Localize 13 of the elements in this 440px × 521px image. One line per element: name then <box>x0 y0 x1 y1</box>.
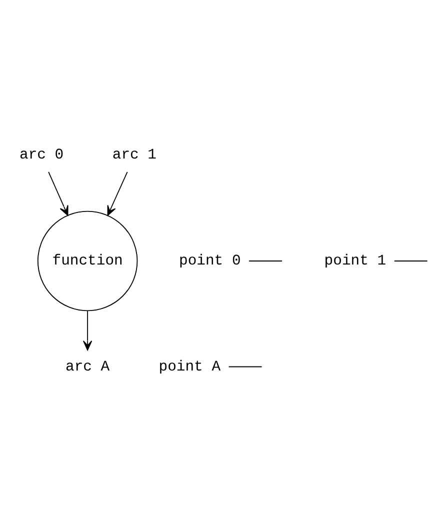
arrow <box>107 170 128 216</box>
connector <box>248 260 282 261</box>
node-text: arc 0 <box>20 147 64 164</box>
connector <box>394 260 428 261</box>
node-text: point 0 <box>179 252 241 269</box>
connector <box>228 366 262 367</box>
node-circle: function <box>37 210 138 311</box>
node-text: arc A <box>66 358 110 375</box>
arrow <box>82 310 92 350</box>
node-text: arc 1 <box>112 147 157 164</box>
arrow <box>48 170 68 216</box>
node-text: point 1 <box>324 252 386 269</box>
node-text: point A <box>158 358 221 375</box>
